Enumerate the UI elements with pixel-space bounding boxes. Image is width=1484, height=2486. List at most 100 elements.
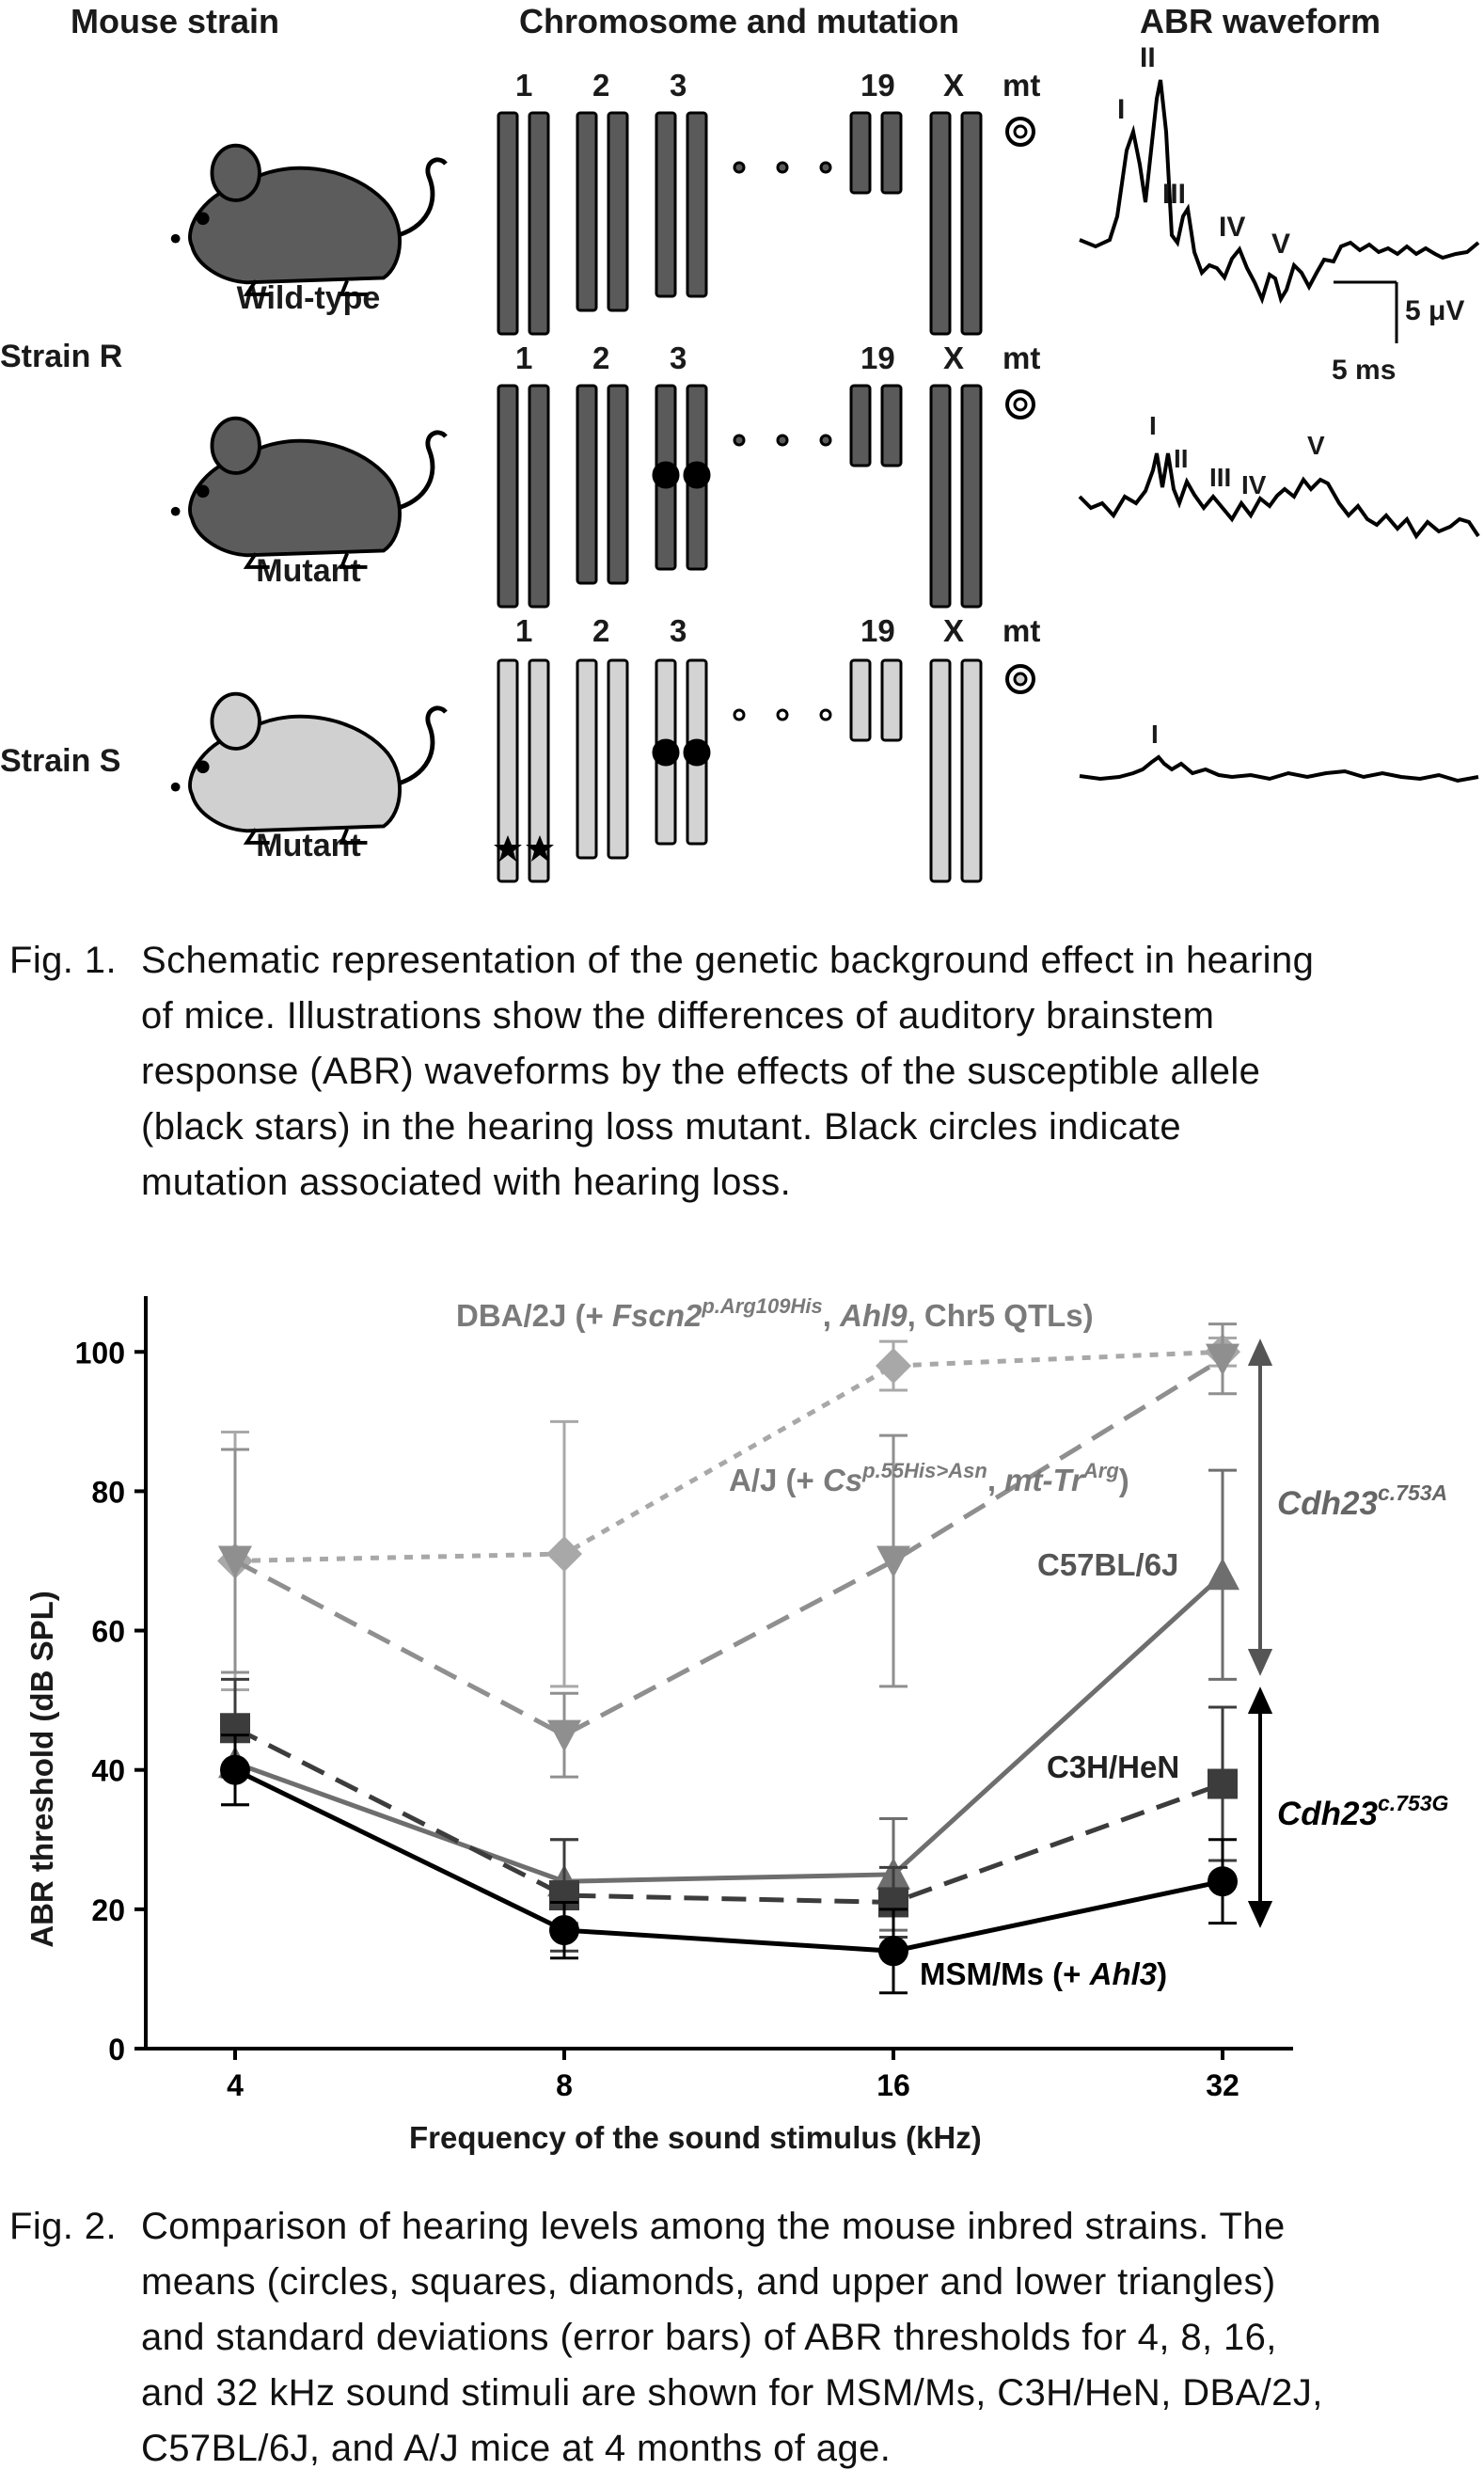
annotation-msm: MSM/Ms (+ Ahl3): [920, 1956, 1167, 1991]
annotation-c57: C57BL/6J: [1037, 1547, 1178, 1582]
star-icon: [526, 835, 554, 862]
mouse-wild-type-icon: [171, 146, 446, 294]
series-dba-2j: [217, 1334, 1240, 1692]
x-tick-label: 4: [227, 2068, 244, 2102]
mouse-mutant-r-icon: [171, 419, 446, 567]
chr-label: 19: [860, 613, 895, 648]
caption-line: and 32 kHz sound stimuli are shown for M…: [141, 2372, 1323, 2414]
chr-label: mt: [1002, 340, 1041, 375]
strain-r-label: Strain R: [0, 339, 123, 374]
data-point: [1208, 1866, 1238, 1897]
chr-label: 19: [860, 340, 895, 375]
header-chromosome: Chromosome and mutation: [519, 2, 960, 40]
caption-line: (black stars) in the hearing loss mutant…: [141, 1106, 1182, 1148]
peak-label: IV: [1241, 470, 1267, 499]
chr-label: X: [943, 340, 965, 375]
abr-waveform-wild-type: [1079, 79, 1480, 305]
caption-line: means (circles, squares, diamonds, and u…: [141, 2261, 1276, 2303]
data-point: [1206, 1558, 1239, 1591]
chr-label: mt: [1002, 613, 1041, 648]
peak-label: III: [1209, 463, 1232, 492]
caption-number: Fig. 1.: [9, 940, 117, 981]
annotation-cdh23-a: Cdh23c.753A: [1277, 1481, 1447, 1522]
chr-label: mt: [1002, 68, 1041, 103]
chart-annotations: DBA/2J (+ Fscn2p.Arg109His, Ahl9, Chr5 Q…: [456, 1294, 1449, 1991]
caption-line: Schematic representation of the genetic …: [141, 940, 1315, 981]
chr-label: 3: [670, 340, 687, 375]
data-point: [220, 1754, 250, 1785]
y-axis-label: ABR threshold (dB SPL): [24, 1591, 59, 1948]
chr-label: 1: [515, 340, 533, 375]
x-axis-label: Frequency of the sound stimulus (kHz): [409, 2120, 982, 2155]
chart-series: [217, 1322, 1240, 1995]
mutation-dot: [683, 738, 711, 767]
data-point: [1206, 1343, 1239, 1376]
mutation-dot: [652, 461, 680, 489]
figure-1-caption: Fig. 1. Schematic representation of the …: [0, 933, 1484, 1215]
bracket-cdh23-a: [1247, 1338, 1273, 1676]
data-point: [876, 1545, 910, 1578]
data-point: [549, 1915, 579, 1946]
series-msm-ms: [220, 1734, 1238, 1995]
data-point: [878, 1936, 908, 1967]
peak-label: II: [1174, 444, 1189, 473]
annotation-cdh23-g: Cdh23c.753G: [1277, 1791, 1449, 1832]
x-tick-label: 8: [556, 2068, 573, 2102]
annotation-aj: A/J (+ Csp.55His>Asn, mt-TrArg): [729, 1459, 1129, 1497]
scale-voltage: 5 μV: [1405, 295, 1465, 326]
wild-type-label: Wild-type: [236, 280, 381, 316]
series-line: [234, 1349, 1224, 1563]
caption-line: of mice. Illustrations show the differen…: [141, 995, 1215, 1037]
figure-2-caption: Fig. 2. Comparison of hearing levels amo…: [0, 2199, 1484, 2481]
chr-label: 2: [592, 340, 610, 375]
mutation-dot: [683, 461, 711, 489]
y-tick-label: 40: [91, 1754, 125, 1788]
chromosome-row-wild-type: [497, 111, 1035, 336]
y-tick-label: 0: [108, 2033, 125, 2066]
scale-bar: [1334, 280, 1398, 343]
peak-label: IV: [1219, 212, 1246, 243]
header-abr: ABR waveform: [1140, 2, 1381, 40]
caption-line: C57BL/6J, and A/J mice at 4 months of ag…: [141, 2428, 892, 2469]
annotation-c3h: C3H/HeN: [1047, 1750, 1179, 1784]
peak-label: I: [1151, 720, 1159, 749]
data-point: [876, 1348, 911, 1385]
chr-label: 3: [670, 68, 687, 103]
caption-line: response (ABR) waveforms by the effects …: [141, 1051, 1261, 1092]
chr-label: X: [943, 613, 965, 648]
data-point: [1208, 1768, 1238, 1799]
chr-label: 1: [515, 68, 533, 103]
series-a-j: [218, 1322, 1239, 1779]
annotation-dba: DBA/2J (+ Fscn2p.Arg109His, Ahl9, Chr5 Q…: [456, 1294, 1094, 1333]
y-tick-label: 20: [91, 1893, 125, 1927]
peak-label: I: [1149, 411, 1157, 440]
y-tick-label: 100: [75, 1336, 125, 1370]
chromosome-row-mutant-r: [497, 384, 1035, 609]
peak-label: II: [1140, 42, 1156, 73]
star-icon: [494, 835, 522, 862]
chr-label: 3: [670, 613, 687, 648]
caption-line: mutation associated with hearing loss.: [141, 1162, 792, 1203]
data-point: [546, 1536, 582, 1573]
bracket-cdh23-g: [1247, 1686, 1273, 1928]
peak-label: V: [1271, 229, 1291, 260]
data-point: [218, 1545, 252, 1578]
mouse-mutant-s-icon: [171, 694, 446, 843]
y-tick-label: 60: [91, 1615, 125, 1649]
caption-line: and standard deviations (error bars) of …: [141, 2317, 1277, 2358]
chr-label: 2: [592, 68, 610, 103]
series-line: [234, 1573, 1224, 1884]
strain-s-label: Strain S: [0, 743, 121, 779]
chr-label: X: [943, 68, 965, 103]
chr-label: 2: [592, 613, 610, 648]
caption-line: Comparison of hearing levels among the m…: [141, 2206, 1286, 2247]
abr-waveform-mutant-s: [1079, 754, 1479, 784]
scale-time: 5 ms: [1332, 355, 1397, 386]
chr-label: 19: [860, 68, 895, 103]
chr-label: 1: [515, 613, 533, 648]
series-line: [233, 1767, 1224, 1954]
x-tick-label: 32: [1206, 2068, 1239, 2102]
figure-1-graphics: [0, 79, 1480, 883]
